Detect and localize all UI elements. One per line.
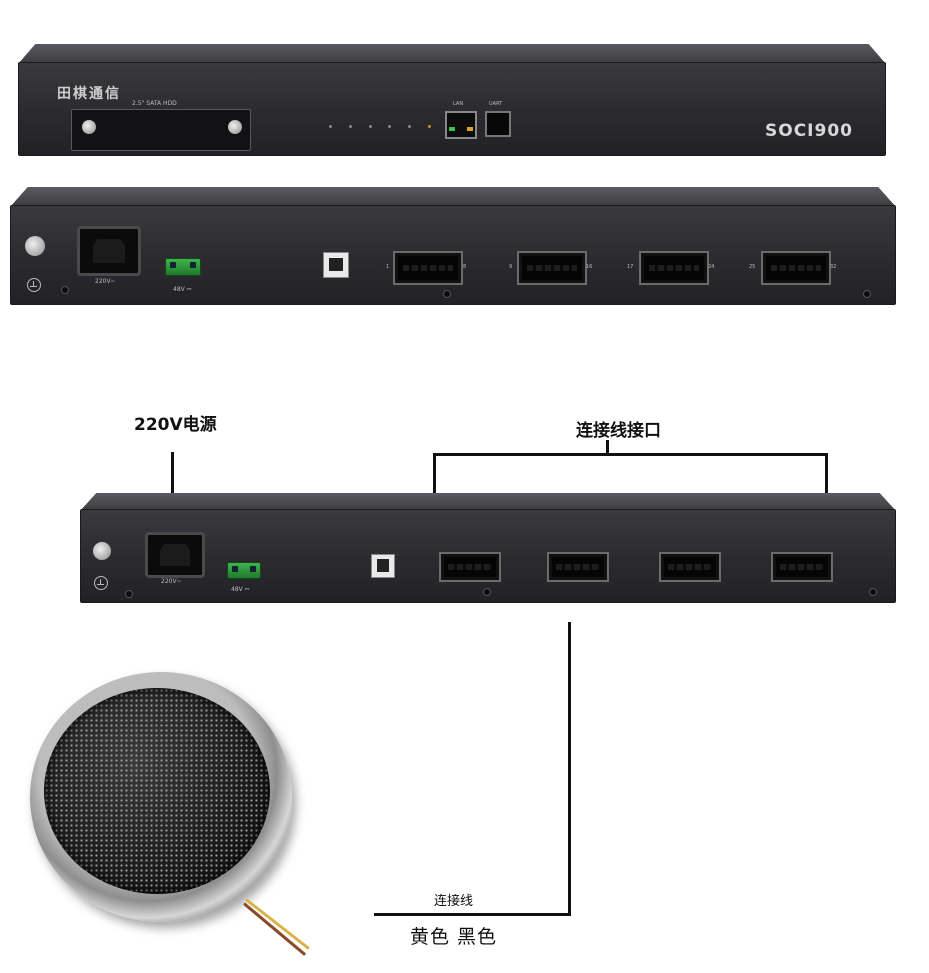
speaker (30, 672, 292, 922)
diagram-chassis-top (80, 493, 896, 511)
port-block-3-end: 24 (708, 264, 715, 270)
model-name: SOCI900 (765, 121, 853, 141)
ground-symbol-icon (27, 278, 41, 292)
port-block-4-end: 32 (830, 264, 837, 270)
device-rear-view-diagram: 220V~ 48V ⎓ (80, 493, 896, 605)
diagram-mount-hole-mid (483, 588, 491, 596)
port-block-4-start: 25 (749, 264, 756, 270)
front-chassis-face: 田棋通信 2.5" SATA HDD LAN UART SOCI900 (18, 62, 886, 156)
connector-callout-label: 连接线接口 (576, 421, 661, 441)
speaker-wire-yellow (245, 898, 310, 950)
connector-bracket-top (433, 453, 828, 456)
port-block-1-end: 8 (463, 264, 467, 270)
speaker-wire-black (243, 902, 307, 957)
port-block-25-32[interactable] (761, 251, 831, 285)
port-block-3-start: 17 (627, 264, 634, 270)
status-led-1 (329, 125, 332, 128)
dc-48v-label: 48V ⎓ (173, 286, 192, 293)
diagram-port-block-25-32[interactable] (771, 552, 833, 582)
speaker-mesh-grille (44, 688, 270, 894)
ac-power-label: 220V~ (95, 278, 116, 285)
mount-hole-mid (443, 290, 451, 298)
ac-power-inlet[interactable] (77, 226, 141, 276)
diagram-dc-48v-terminal[interactable] (227, 562, 261, 579)
diagram-port-block-9-16[interactable] (547, 552, 609, 582)
power-callout-label: 220V电源 (134, 415, 217, 435)
port-block-1-start: 1 (386, 264, 390, 270)
port-block-17-24[interactable] (639, 251, 709, 285)
status-led-2 (349, 125, 352, 128)
port-block-1-8[interactable] (393, 251, 463, 285)
lan-label: LAN (453, 101, 464, 107)
diagram-port-block-1-8[interactable] (439, 552, 501, 582)
diagram-dc-48v-label: 48V ⎓ (231, 586, 250, 593)
connector-bracket-stem (606, 440, 609, 456)
diagram-ground-screw[interactable] (93, 542, 111, 560)
wire-color-label: 黄色 黑色 (410, 926, 498, 948)
hdd-screw-left[interactable] (82, 120, 96, 134)
mount-hole-left (61, 286, 69, 294)
port-block-2-start: 9 (509, 264, 513, 270)
hdd-screw-right[interactable] (228, 120, 242, 134)
diagram-ac-power-label: 220V~ (161, 578, 182, 585)
wire-label: 连接线 (434, 894, 474, 909)
status-led-6 (428, 125, 431, 128)
diagram-mount-hole-left (125, 590, 133, 598)
wire-horizontal (374, 913, 571, 916)
status-led-5 (408, 125, 411, 128)
front-chassis-top (18, 44, 886, 64)
lan-port[interactable] (445, 111, 477, 139)
diagram-ground-symbol-icon (94, 576, 108, 590)
diagram-mount-hole-right (869, 588, 877, 596)
uart-port[interactable] (485, 111, 511, 137)
brand-logo: 田棋通信 (57, 86, 121, 102)
device-rear-view: 220V~ 48V ⎓ 1 8 9 16 17 24 25 32 (10, 187, 896, 305)
lan-led-green (449, 127, 455, 131)
diagram-chassis-face: 220V~ 48V ⎓ (80, 509, 896, 603)
port-block-2-end: 16 (586, 264, 593, 270)
port-block-9-16[interactable] (517, 251, 587, 285)
mount-hole-right (863, 290, 871, 298)
rear-rj45-port[interactable] (323, 252, 349, 278)
rear-chassis-face: 220V~ 48V ⎓ 1 8 9 16 17 24 25 32 (10, 205, 896, 305)
uart-label: UART (489, 101, 503, 107)
hdd-label: 2.5" SATA HDD (132, 100, 177, 107)
hdd-bay[interactable]: 2.5" SATA HDD (71, 100, 251, 151)
diagram-rj45-port[interactable] (371, 554, 395, 578)
lan-led-amber (467, 127, 473, 131)
ground-screw[interactable] (25, 236, 45, 256)
device-front-view: 田棋通信 2.5" SATA HDD LAN UART SOCI900 (18, 44, 886, 156)
rear-chassis-top (10, 187, 896, 207)
diagram-ac-power-inlet[interactable] (145, 532, 205, 578)
status-led-4 (388, 125, 391, 128)
status-led-3 (369, 125, 372, 128)
dc-48v-terminal[interactable] (165, 258, 201, 276)
wire-vertical (568, 622, 571, 916)
diagram-port-block-17-24[interactable] (659, 552, 721, 582)
